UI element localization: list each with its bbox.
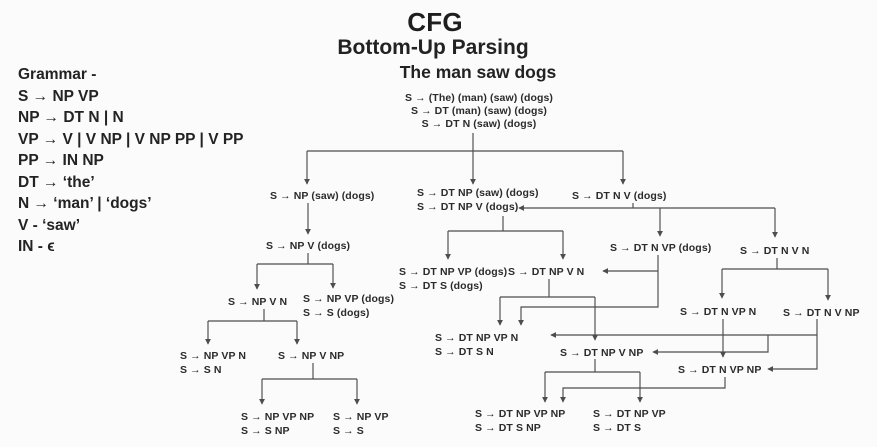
tree-node-dtnvpn: S → DT N VP N xyxy=(680,305,756,319)
node-line: S → DT (man) (saw) (dogs) xyxy=(410,105,548,117)
tree-node-npvp: S → NP VP S → S xyxy=(333,410,389,438)
connector-arrow xyxy=(518,255,659,326)
page-subtitle: Bottom-Up Parsing xyxy=(337,36,529,59)
tree-node-dtnpvp_dogs: S → DT NP VP (dogs) S → DT S (dogs) xyxy=(399,265,507,293)
grammar-rules: S → NP VP NP → DT N | N VP → V | V NP | V … xyxy=(18,86,244,258)
grammar-heading: Grammar - xyxy=(18,66,97,83)
grammar-rule: NP → DT N | N xyxy=(18,109,124,126)
tree-node-npvpnp: S → NP VP NP S → S NP xyxy=(241,410,314,438)
node-line: S → DT N VP NP xyxy=(678,364,762,376)
node-line: S → DT N V NP xyxy=(783,307,860,319)
node-line: S → DT N V (dogs) xyxy=(572,190,667,202)
tree-node-npv_dogs: S → NP V (dogs) xyxy=(266,239,350,253)
page-title: CFG xyxy=(407,7,463,37)
tree-node-dtnpvpnp: S → DT NP VP NP S → DT S NP xyxy=(475,407,565,435)
node-line: S → DT NP V N xyxy=(508,266,585,278)
node-line: S → NP VP N xyxy=(180,350,247,362)
tree-node-dtnvnp: S → DT N V NP xyxy=(783,306,860,320)
node-line: S → DT N V N xyxy=(740,245,810,257)
node-line: S → NP VP (dogs) xyxy=(303,293,395,305)
grammar-rule: S → NP VP xyxy=(18,87,99,105)
connector-arrow xyxy=(652,335,769,355)
tree-node-dtnp_saw_dogs: S → DT NP (saw) (dogs) S → DT NP V (dogs) xyxy=(417,186,539,214)
tree-node-npvp_dogs: S → NP VP (dogs) S → S (dogs) xyxy=(303,292,394,320)
node-line: S → S N xyxy=(180,364,222,376)
node-line: S → DT N (saw) (dogs) xyxy=(421,118,537,130)
node-line: S → DT NP (saw) (dogs) xyxy=(417,187,539,199)
node-line: S → (The) (man) (saw) (dogs) xyxy=(404,92,554,104)
grammar-rule: DT → ‘the’ xyxy=(18,173,95,191)
node-line: S → DT S N xyxy=(435,346,494,358)
node-line: S → DT NP V NP xyxy=(560,347,644,359)
node-line: S → S NP xyxy=(241,425,290,437)
tree-node-npvpn: S → NP VP N S → S N xyxy=(180,349,246,377)
node-line: S → NP VP NP xyxy=(241,411,315,423)
grammar-rule: VP → V | V NP | V NP PP | V PP xyxy=(18,130,244,148)
tree-node-dtnvpnp: S → DT N VP NP xyxy=(678,363,761,377)
node-line: S → DT NP VP (dogs) xyxy=(399,266,508,278)
node-line: S → NP V NP xyxy=(278,350,345,362)
grammar-rule: IN - ϵ xyxy=(18,238,55,255)
tree-node-dtnv_dogs: S → DT N V (dogs) xyxy=(572,189,666,203)
input-sentence: The man saw dogs xyxy=(399,62,557,82)
tree-node-np_saw_dogs: S → NP (saw) (dogs) xyxy=(270,189,374,203)
node-line: S → DT S NP xyxy=(475,422,541,434)
tree-node-dtnpvn: S → DT NP V N xyxy=(508,265,584,279)
node-line: S → NP V (dogs) xyxy=(266,240,351,252)
grammar-rule: V - ‘saw’ xyxy=(18,216,81,234)
grammar-rule: PP → IN NP xyxy=(18,152,104,169)
grammar-panel: Grammar - S → NP VP NP → DT N | N VP → V |… xyxy=(18,64,244,258)
node-line: S → DT N VP N xyxy=(680,306,757,318)
node-line: S → DT NP VP NP xyxy=(475,408,566,420)
node-line: S → DT NP V (dogs) xyxy=(417,201,519,213)
tree-node-root: S → (The) (man) (saw) (dogs)S → DT (man)… xyxy=(405,92,553,131)
node-line: S → DT NP VP xyxy=(593,408,666,420)
edge-group xyxy=(205,133,831,405)
connector-arrow xyxy=(560,377,726,403)
node-line: S → NP VP xyxy=(333,411,389,423)
node-line: S → DT NP VP N xyxy=(435,332,519,344)
tree-node-npvn: S → NP V N xyxy=(228,295,287,309)
node-line: S → S xyxy=(333,425,364,437)
node-line: S → NP V N xyxy=(228,296,288,308)
node-line: S → S (dogs) xyxy=(303,307,370,319)
grammar-rule: N → ‘man’ | ‘dogs’ xyxy=(18,195,152,212)
tree-node-dtnpvpn: S → DT NP VP N S → DT S N xyxy=(435,331,518,359)
tree-node-dtnvn: S → DT N V N xyxy=(740,244,809,258)
connector-arrow xyxy=(767,319,818,372)
tree-node-dtnpvp: S → DT NP VP S → DT S xyxy=(593,407,666,435)
node-line: S → DT N VP (dogs) xyxy=(610,242,712,254)
node-line: S → DT S (dogs) xyxy=(399,280,483,292)
node-line: S → NP (saw) (dogs) xyxy=(270,190,375,202)
tree-node-npvnp: S → NP V NP xyxy=(278,349,344,363)
tree-node-dtnvp_dogs: S → DT N VP (dogs) xyxy=(610,241,711,255)
node-line: S → DT S xyxy=(593,422,642,434)
tree-node-dtnpvnp: S → DT NP V NP xyxy=(560,346,643,360)
